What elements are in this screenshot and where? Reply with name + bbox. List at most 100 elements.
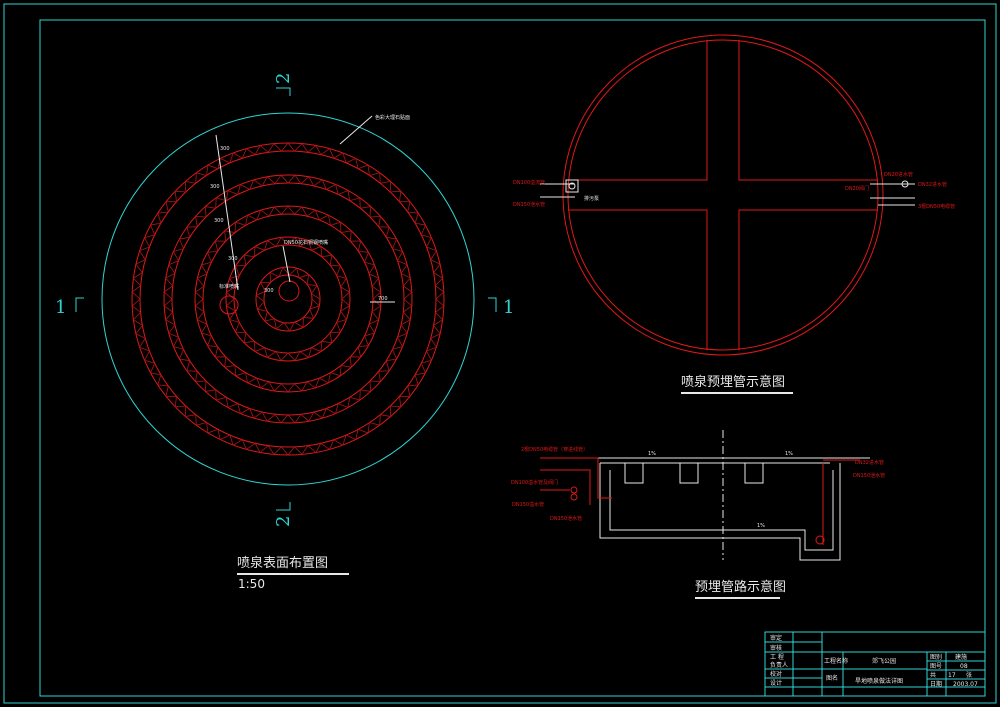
nozzle-pit-1 [624, 462, 644, 484]
slope-label-3: 1% [757, 523, 765, 529]
ring-dimension-1: 300 [220, 146, 230, 152]
tb-design-label: 设计 [770, 679, 782, 687]
pump-label: 排污泵 [584, 195, 599, 202]
section-label-1: 2根DN50电缆管（穿进线管） [521, 446, 588, 453]
ring-2-hatch [163, 174, 413, 424]
section-label-4: DN100溢水管及阀门 [511, 479, 558, 486]
cross-channel-tl [568, 40, 708, 181]
tb-category-label: 图别 [930, 653, 942, 661]
cross-channel-tr [738, 40, 878, 181]
tb-drawing-label: 图名 [826, 674, 838, 682]
ring-5-hatch [255, 266, 321, 332]
ring-dimension-5: 300 [264, 288, 274, 294]
ring-2-edge [163, 174, 413, 424]
valve-section-1 [570, 486, 578, 494]
right-dimension-text: 700 [378, 296, 388, 302]
section-mark-bottom-arrow [276, 502, 291, 511]
nozzle-hole-left [219, 295, 239, 315]
ring-1-hatch [131, 142, 445, 456]
pipe-plan-outer-circle [562, 34, 884, 356]
title-block: 审定 审核 工 程 负责人 校对 设计 工程名称 郊飞公园 图名 旱地喷泉做法详… [764, 631, 986, 697]
section-mark-top-label: 2 [273, 73, 294, 84]
tb-project-name: 郊飞公园 [872, 657, 896, 665]
ring-3-hatch [194, 205, 382, 393]
pump-icon [568, 182, 576, 190]
tb-engineer-label-b: 负责人 [770, 661, 788, 669]
tb-review-label: 审定 [770, 634, 782, 642]
section-label-2: DN32进水管 [855, 459, 884, 466]
section-mark-bottom: 2 [273, 502, 294, 527]
tb-date-value: 2003.07 [953, 681, 978, 688]
section-mark-right-label: 1 [503, 297, 514, 318]
tb-check-label: 审核 [770, 644, 782, 652]
pipe-left-label-2: DN150泄水管 [513, 201, 545, 208]
nozzle-pit-3 [744, 462, 764, 484]
pipe-plan-title: 喷泉预埋管示意图 [681, 374, 785, 390]
section-mark-top-arrow [276, 87, 291, 96]
ring-2-edge [171, 182, 405, 416]
section-title: 预埋管路示意图 [695, 579, 786, 595]
section-mark-left-label: 1 [55, 297, 66, 318]
plan-outer-circle [101, 112, 475, 486]
ring-4-edge [233, 244, 343, 354]
valve-section-2 [570, 493, 578, 501]
pipe-plan-inner-circle [567, 39, 879, 351]
pipe-right-label-4: 3根DN50电缆管 [918, 203, 955, 210]
left-nozzle-label: 标准喷嘴 [219, 283, 239, 290]
ring-dimension-line [215, 134, 239, 291]
tb-engineer-label-a: 工 程 [770, 653, 784, 661]
ring-1-edge [131, 142, 445, 456]
pipe-right-label-1: DN20进水管 [884, 171, 913, 178]
valve-icon-right [901, 180, 909, 188]
cross-channel-br [738, 209, 878, 350]
slope-label-2: 1% [785, 451, 793, 457]
nozzle-pit-2 [679, 462, 699, 484]
ring-4-edge [225, 236, 351, 362]
section-mark-left-arrow [75, 297, 84, 312]
ring-5-edge [263, 274, 313, 324]
tb-proof-label: 校对 [770, 670, 782, 678]
tb-category-value: 建施 [955, 653, 967, 661]
basin-outline [599, 463, 841, 561]
section-mark-right: 1 [488, 297, 514, 318]
inner-frame [39, 19, 986, 697]
section-label-6: DN150泄水管 [853, 472, 885, 479]
cross-channel-bl [568, 209, 708, 350]
leader-ring-label [339, 115, 373, 145]
ring-4-hatch [225, 236, 351, 362]
centre-nozzle-label: DN50花石铜钢喷嘴 [284, 239, 328, 246]
tb-date-label: 日期 [930, 680, 942, 688]
ring-dimension-4: 300 [228, 256, 238, 262]
pipe-right-label-3: DN20阀门 [845, 185, 869, 192]
tb-drawing-name: 旱地喷泉做法详图 [855, 677, 903, 685]
tb-number-label: 图号 [930, 663, 942, 670]
leader-centre-label [282, 245, 291, 283]
centre-nozzle [278, 280, 300, 302]
section-label-5: DN150泄水管 [550, 515, 582, 522]
ring-dimension-3: 300 [214, 218, 224, 224]
tb-total-label: 共 [930, 671, 936, 679]
section-mark-bottom-label: 2 [273, 516, 294, 527]
pipe-left-label-1: DN100溢流管 [513, 179, 545, 186]
tb-total-value: 17 [948, 672, 956, 679]
section-label-3: DN150溢水管 [512, 501, 544, 508]
slope-label-1: 1% [648, 451, 656, 457]
ring-5-edge [255, 266, 321, 332]
drain-valve [815, 535, 825, 545]
tb-number-value: 08 [960, 663, 968, 670]
plan-scale: 1:50 [238, 577, 265, 591]
ring-dimension-2: 300 [210, 184, 220, 190]
pipe-layout-plan: DN100溢流管 DN150泄水管 排污泵 DN20进水管 DN32进水管 DN… [513, 34, 955, 394]
section-mark-top: 2 [273, 73, 294, 96]
pipe-section-diagram: 2根DN50电缆管（穿进线管） DN100溢水管及阀门 DN150溢水管 DN1… [511, 430, 885, 599]
pump-pit [565, 179, 579, 193]
fountain-surface-plan: 色彩大理石贴面 DN50花石铜钢喷嘴 标准喷嘴 700 300 300 300 … [55, 73, 514, 591]
outer-frame [3, 3, 997, 704]
pipe-right-label-2: DN32进水管 [918, 181, 947, 188]
pipe-section-red-1 [540, 457, 612, 499]
basin-inner [609, 470, 834, 551]
tb-project-label: 工程名称 [824, 657, 848, 665]
section-mark-right-arrow [488, 297, 497, 312]
plan-rings [131, 142, 445, 456]
plan-title: 喷泉表面布置图 [237, 555, 328, 571]
